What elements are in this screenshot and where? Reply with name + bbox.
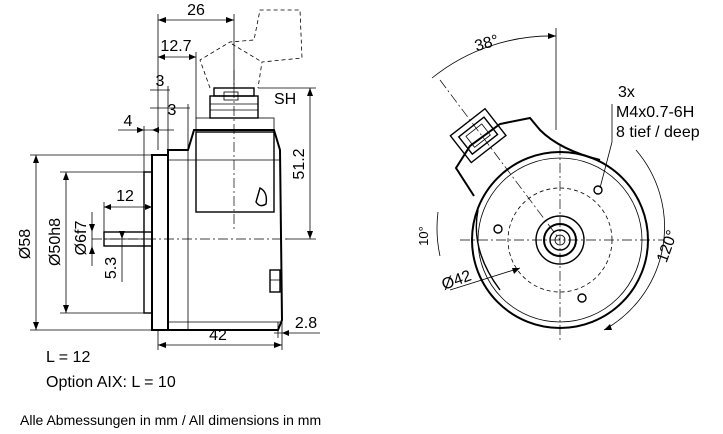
- centering-spigot: [143, 171, 153, 314]
- front-view: 38° 10° 120° Ø42 3x M4x0.7-6H 8 tief / d…: [416, 28, 700, 340]
- hole-note-depth: 8 tief / deep: [616, 124, 700, 141]
- hole-note-thread: M4x0.7-6H: [616, 104, 694, 121]
- note-option: Option AIX: L = 10: [46, 374, 176, 391]
- dim-42-front: Ø42: [440, 267, 474, 293]
- dim-58: Ø58: [17, 229, 34, 259]
- mounting-flange: [151, 154, 169, 331]
- note-length: L = 12: [46, 349, 90, 366]
- angle-10: 10°: [416, 226, 431, 246]
- dim-6f7: Ø6f7: [73, 221, 90, 256]
- connector-block: [195, 131, 275, 213]
- dim-5-3: 5.3: [103, 257, 120, 279]
- thread-hole: [577, 293, 587, 303]
- dim-12-7: 12.7: [160, 38, 191, 55]
- cable-outline: [199, 9, 303, 89]
- dim-2-8: 2.8: [295, 315, 317, 332]
- dim-42-side: 42: [209, 327, 227, 344]
- dim-12: 12: [116, 188, 134, 205]
- dim-3-a: 3: [156, 73, 165, 90]
- angle-38: 38°: [473, 32, 501, 55]
- thread-hole: [493, 224, 503, 234]
- dim-51-2: 51.2: [291, 148, 308, 179]
- dim-4: 4: [124, 113, 133, 130]
- sh-label: SH: [274, 91, 296, 108]
- side-view: 26 12.7 3 3 4 12 Ø58 Ø50h8: [17, 2, 320, 350]
- dim-26: 26: [187, 2, 205, 19]
- angle-120: 120°: [654, 228, 681, 265]
- footer-units: Alle Abmessungen in mm / All dimensions …: [20, 412, 321, 428]
- thread-hole: [593, 185, 603, 195]
- connector-housing-lobe: [454, 116, 601, 197]
- dim-3-b: 3: [168, 102, 177, 119]
- housing-body: [167, 129, 284, 331]
- hole-note-count: 3x: [618, 84, 635, 101]
- dim-50h8: Ø50h8: [47, 218, 64, 266]
- front-connector: [449, 107, 507, 164]
